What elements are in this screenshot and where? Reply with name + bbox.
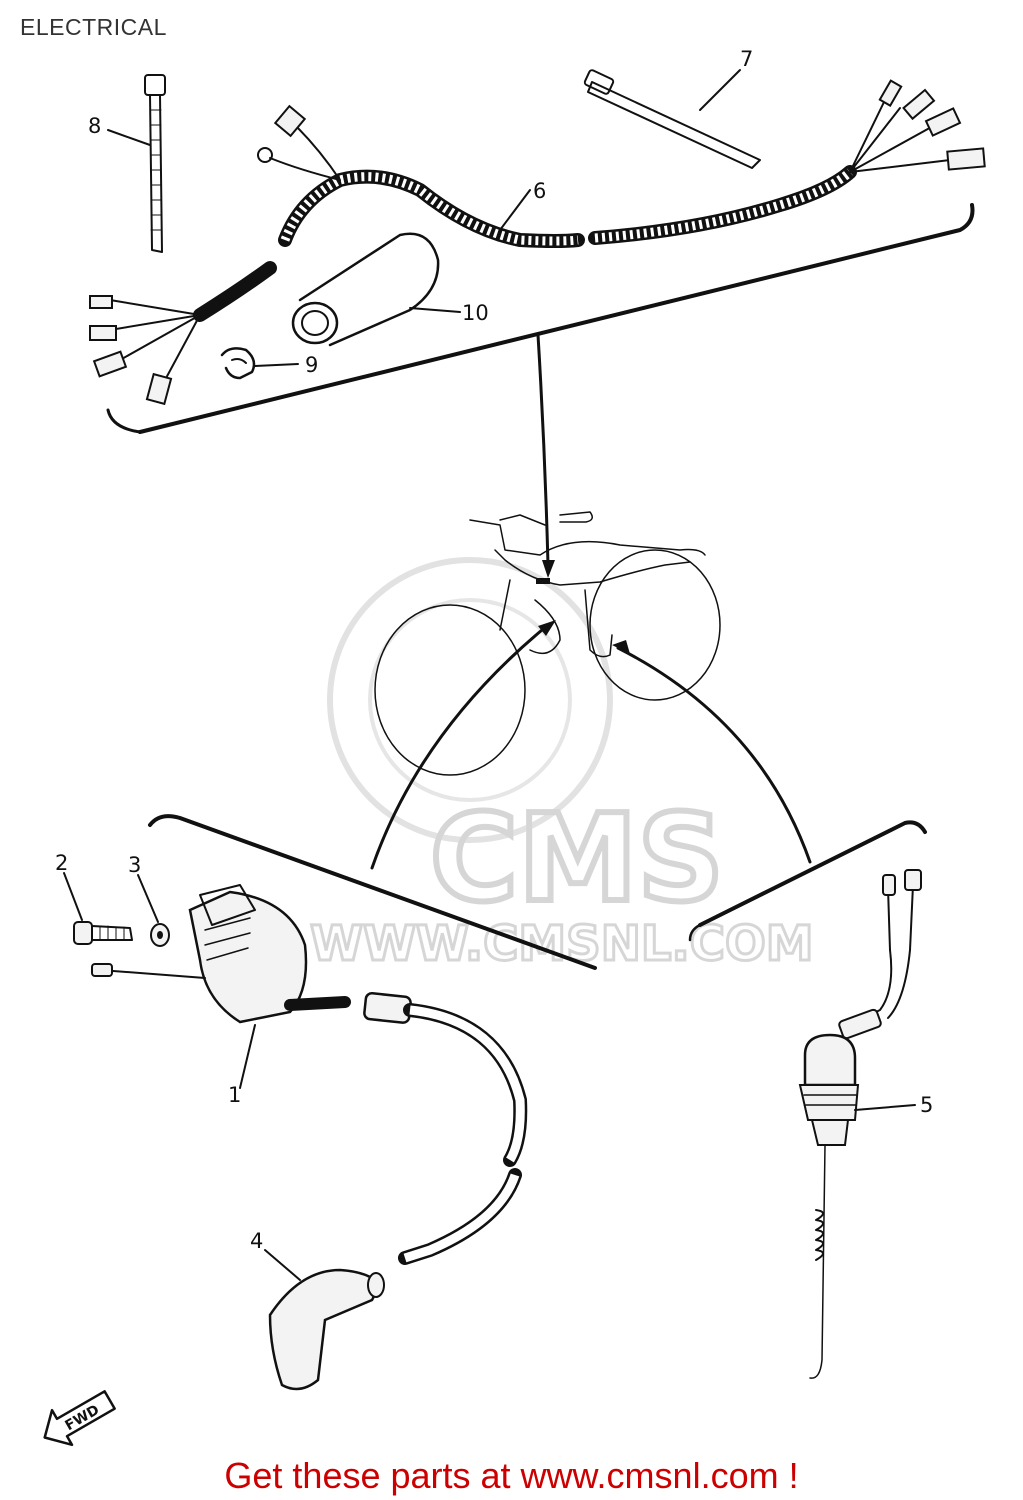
harness-panel-outline [106,203,975,434]
assembly-arrows [370,333,812,870]
leader-lines-top [107,69,741,367]
fwd-arrow-icon: FWD [43,1390,116,1447]
ignition-panel-outline [148,814,927,970]
leader-lines-bottom [63,872,916,1281]
spark-plug-cap [268,1268,385,1391]
motorcycle-outline [374,511,721,776]
ignition-coil [91,884,528,1265]
fwd-label: FWD [62,1402,102,1434]
cable-tie-long [583,69,761,169]
neutral-switch [798,869,922,1379]
wire-harness [89,79,986,406]
protective-sleeve [291,232,440,347]
watermark: CMS WWW.CMSNL.COM [309,557,815,974]
footer-parts-link[interactable]: Get these parts at www.cmsnl.com ! [224,1455,799,1496]
callout-8: 8 [88,114,101,138]
watermark-url: WWW.CMSNL.COM [310,916,814,972]
wire-clip [220,347,256,380]
callouts: 1 2 3 4 5 6 7 8 9 10 [55,47,933,1253]
callout-10: 10 [462,301,489,325]
callout-9: 9 [305,353,318,377]
callout-7: 7 [740,47,753,71]
watermark-brand: CMS [430,790,724,929]
callout-1: 1 [228,1083,241,1107]
bolt-and-washer [73,921,170,947]
callout-5: 5 [920,1093,933,1117]
callout-6: 6 [533,179,546,203]
callout-3: 3 [128,853,141,877]
callout-2: 2 [55,851,68,875]
page-title: ELECTRICAL [20,14,167,40]
callout-4: 4 [250,1229,263,1253]
cable-tie-short [144,74,166,253]
